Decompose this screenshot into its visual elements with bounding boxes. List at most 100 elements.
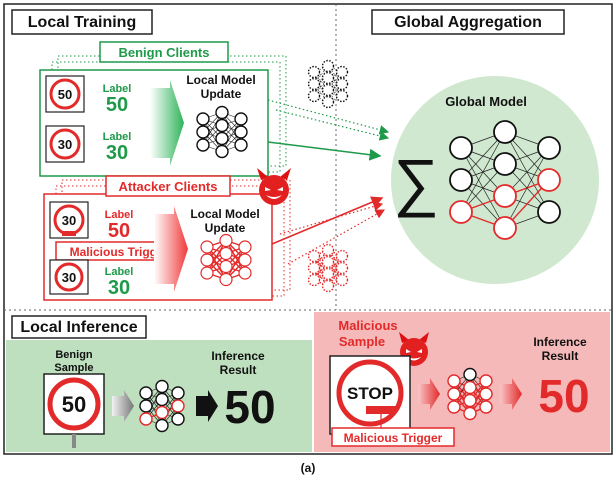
devil-icon (257, 168, 291, 205)
attacker-upload-arrows (271, 196, 386, 265)
benign-local-network (196, 105, 248, 159)
global-aggregation-title: Global Aggregation (394, 14, 542, 31)
figure-caption: (a) (301, 461, 316, 475)
attacker-update-label-line1: Local Model (190, 207, 259, 221)
network-node (321, 71, 335, 85)
malicious-trigger-label-top: Malicious Trigger (55, 241, 183, 261)
network-node (463, 380, 477, 395)
network-node (234, 112, 248, 126)
malicious-result-value: 50 (538, 370, 589, 422)
network-node (155, 379, 169, 394)
network-node (449, 136, 473, 160)
network-node (155, 418, 169, 433)
network-node (155, 392, 169, 407)
speed-limit-sign-icon (49, 78, 81, 110)
outer-frame (3, 3, 613, 455)
trigger-label: Malicious Trigger (70, 245, 169, 259)
network-edge (313, 65, 329, 97)
network-node (479, 387, 493, 401)
network-node (321, 95, 335, 109)
label-word: Label (103, 83, 132, 95)
network-node (196, 125, 210, 139)
label-value: 30 (108, 277, 130, 299)
network-node (215, 131, 229, 146)
network-node (321, 279, 335, 293)
global-model: Global Model ∑ (391, 76, 599, 284)
benign-result-value: 50 (224, 381, 275, 433)
network-node (215, 105, 229, 120)
benign-update-network (307, 59, 349, 109)
global-model-background (391, 76, 599, 284)
network-node (307, 249, 321, 263)
network-edge (504, 147, 550, 229)
benign-update-label-line2: Update (201, 87, 242, 101)
malicious-sample-label-line1: Malicious (338, 318, 397, 333)
inference-out-arrow (500, 378, 522, 410)
network-node (307, 273, 321, 287)
network-node (537, 168, 561, 192)
global-model-title: Global Model (445, 94, 527, 109)
malicious-result-label-line2: Result (542, 349, 579, 363)
network-node (321, 59, 335, 73)
network-node (234, 125, 248, 139)
network-edge (313, 71, 329, 103)
label-value: 30 (106, 142, 128, 164)
network-node (238, 240, 252, 254)
network-node (155, 405, 169, 420)
stop-sign-text: STOP (347, 384, 393, 403)
benign-upload-arrows (267, 99, 390, 161)
network-node (238, 253, 252, 267)
speed-limit-sign-icon (54, 262, 84, 292)
network-node (321, 267, 335, 281)
network-node (447, 374, 461, 388)
global-network (449, 120, 561, 240)
benign-sample-label-line1: Benign (55, 349, 93, 361)
network-node (307, 77, 321, 91)
network-edge (327, 71, 343, 103)
trigger-patch (62, 231, 76, 236)
network-node (219, 259, 233, 274)
sign-value: 50 (62, 392, 86, 417)
network-node (219, 246, 233, 261)
network-node (463, 406, 477, 421)
network-edge (327, 65, 343, 97)
network-edge (460, 131, 506, 213)
label-word: Label (103, 131, 132, 143)
global-aggregation-header: Global Aggregation (371, 9, 565, 35)
network-node (335, 65, 349, 79)
network-node (307, 89, 321, 103)
sum-symbol: ∑ (393, 146, 439, 218)
speed-limit-sign-icon (49, 128, 81, 160)
sign-value: 30 (58, 137, 72, 152)
inference-in-arrow (418, 378, 440, 410)
attacker-update-network (307, 243, 349, 293)
trigger-label: Malicious Trigger (344, 431, 443, 445)
network-node (493, 152, 517, 176)
inference-out-arrow (196, 390, 218, 422)
speed-limit-sign-icon (47, 377, 101, 431)
network-node (200, 266, 214, 280)
malicious-sample-label-line2: Sample (339, 334, 385, 349)
inference-in-arrow (112, 390, 134, 422)
network-node (463, 367, 477, 382)
network-node (463, 393, 477, 408)
network-node (196, 112, 210, 126)
attacker-update-label-line2: Update (205, 221, 246, 235)
network-node (335, 273, 349, 287)
network-node (479, 400, 493, 414)
attacker-update-arrow (154, 206, 188, 292)
benign-inference-network (139, 379, 185, 433)
label-word: Label (105, 266, 134, 278)
network-node (200, 253, 214, 267)
network-node (335, 89, 349, 103)
benign-sample-1: 50 Label 50 (45, 75, 132, 116)
network-node (335, 77, 349, 91)
attacker-clients-title: Attacker Clients (119, 179, 218, 194)
network-node (234, 138, 248, 152)
attacker-sample-1: 30 Label 50 (49, 201, 133, 242)
local-inference-header: Local Inference (11, 315, 147, 339)
network-node (321, 243, 335, 257)
benign-update-arrow (150, 80, 184, 166)
network-node (447, 400, 461, 414)
